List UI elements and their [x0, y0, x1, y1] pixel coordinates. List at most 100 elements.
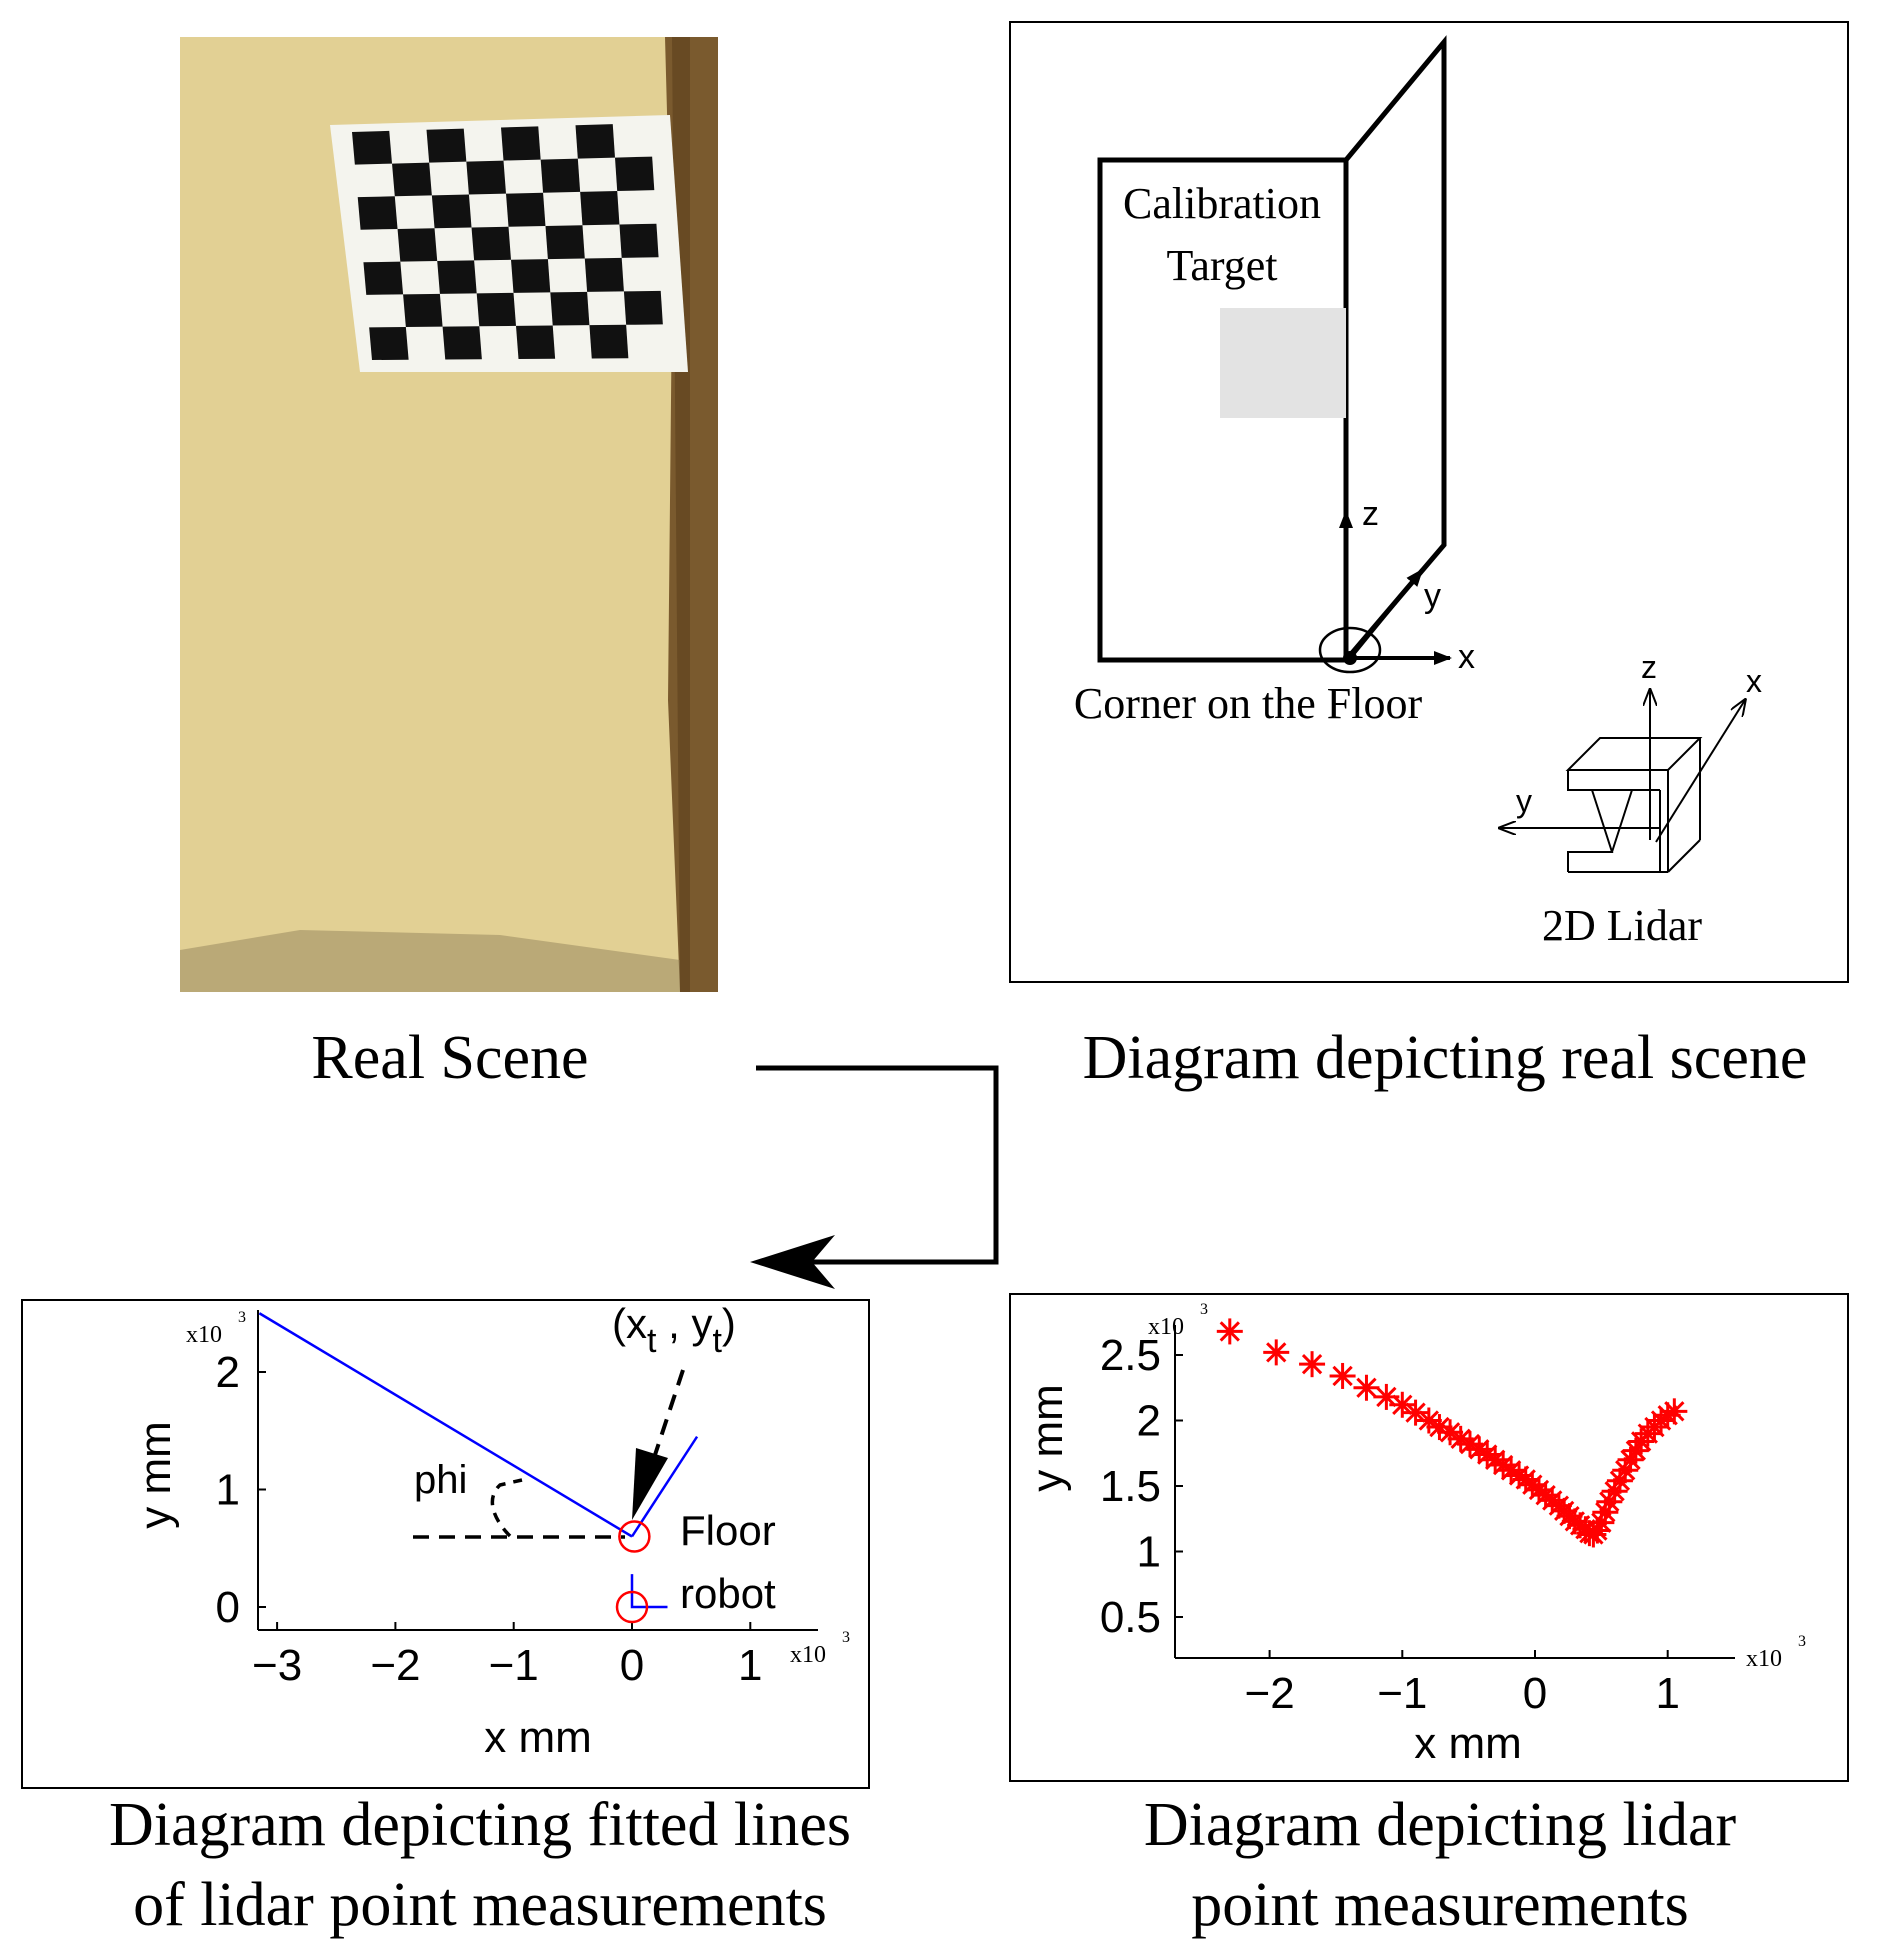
checker-square: [392, 162, 432, 197]
x-tick-label: −3: [252, 1641, 302, 1690]
fitted-line: [630, 1574, 668, 1609]
y-axis-label: y mm: [131, 1421, 180, 1529]
lidar-axis-z-label: z: [1641, 649, 1657, 685]
checker-square: [397, 228, 438, 262]
y-tick-label: 1: [1137, 1528, 1161, 1577]
checker-square: [501, 126, 541, 161]
y-tick-label: 1: [216, 1466, 240, 1515]
lidar-point: [1601, 1478, 1628, 1505]
fitted-line: [258, 1312, 633, 1538]
lidar-points-caption-line1: Diagram depicting lidar: [1143, 1791, 1737, 1859]
lidar-point: [1592, 1499, 1619, 1526]
lidar-point: [1353, 1374, 1380, 1401]
x-tick-label: −2: [370, 1641, 420, 1690]
x-tick-label: 1: [1655, 1669, 1679, 1718]
y-tick-label: 0.5: [1100, 1593, 1161, 1642]
scene-diagram-panel: z x y Calibration Target Corner on the F…: [1009, 21, 1849, 983]
checker-square: [476, 292, 516, 327]
checkerboard: [330, 115, 688, 372]
checker-square: [466, 160, 506, 195]
lidar-icon: [1565, 737, 1703, 873]
lidar-point: [1329, 1362, 1356, 1389]
y-tick-label: 0: [216, 1583, 240, 1632]
corner-label: Corner on the Floor: [1074, 679, 1423, 728]
checker-square: [426, 128, 467, 163]
lidar-axis-x-label: x: [1746, 663, 1762, 699]
target-point-arrow: [648, 1369, 685, 1471]
target-region: [1220, 308, 1346, 418]
checker-square: [357, 196, 398, 230]
lidar-point: [1263, 1339, 1290, 1366]
floor-label: Floor: [680, 1507, 776, 1554]
calibration-target-label: Calibration: [1123, 179, 1321, 228]
x-axis-label: x mm: [484, 1713, 592, 1762]
x-tick-label: −1: [489, 1641, 539, 1690]
x-axis-label: x mm: [1414, 1719, 1522, 1768]
x-tick-label: −1: [1377, 1669, 1427, 1718]
checker-square: [540, 158, 581, 193]
checker-square: [584, 257, 624, 292]
checker-square: [403, 293, 443, 328]
x-tick-label: 0: [620, 1641, 644, 1690]
real-scene-caption: Real Scene: [311, 1024, 589, 1092]
x-tick-label: 1: [738, 1641, 762, 1690]
lidar-point: [1402, 1399, 1429, 1426]
lidar-point: [1389, 1391, 1416, 1418]
checker-square: [619, 223, 659, 258]
y-scale-label: x10: [186, 1322, 222, 1348]
checker-square: [516, 325, 556, 359]
lidar-points-caption-line2: point measurements: [1191, 1871, 1689, 1939]
checker-square: [431, 194, 472, 229]
y-tick-label: 1.5: [1100, 1462, 1161, 1511]
checker-square: [437, 260, 477, 294]
fitted-line: [630, 1435, 699, 1538]
checker-square: [575, 124, 615, 159]
y-tick-label: 2.5: [1100, 1331, 1161, 1380]
lidar-point: [1299, 1351, 1326, 1378]
checker-square: [623, 290, 663, 325]
checker-square: [550, 291, 590, 326]
corner-marker: [1318, 626, 1382, 674]
calibration-target-label-2: Target: [1167, 241, 1278, 290]
x-scale-label: x10: [790, 1642, 826, 1668]
lidar-point: [1426, 1414, 1453, 1441]
checker-square: [614, 156, 655, 192]
checker-square: [471, 226, 511, 261]
x-tick-label: −2: [1245, 1669, 1295, 1718]
checker-square: [589, 324, 629, 359]
checker-square: [369, 327, 409, 360]
lidar-point: [1588, 1509, 1615, 1536]
y-tick-label: 2: [216, 1348, 240, 1397]
y-tick-label: 2: [1137, 1397, 1161, 1446]
lidar-axis-y-label: y: [1516, 783, 1532, 819]
lidar-label: 2D Lidar: [1542, 901, 1702, 950]
position-marker: [615, 1590, 649, 1624]
checker-square: [352, 130, 393, 165]
checker-square: [545, 225, 585, 260]
position-marker: [618, 1520, 651, 1553]
fitted-lines-caption-line2: of lidar point measurements: [133, 1871, 827, 1939]
axis-z-label: z: [1362, 495, 1379, 533]
fitted-lines-caption-line1: Diagram depicting fitted lines: [108, 1791, 852, 1859]
robot-label: robot: [680, 1570, 776, 1617]
phi-label: phi: [414, 1458, 467, 1502]
checker-square: [511, 259, 551, 293]
phi-arc: [490, 1478, 523, 1538]
lidar-point: [1661, 1398, 1688, 1425]
checker-square: [506, 192, 546, 227]
scene-diagram-caption: Diagram depicting real scene: [1082, 1024, 1808, 1092]
checker-square: [442, 326, 482, 360]
checker-square: [363, 261, 404, 295]
flow-arrow: [750, 1065, 999, 1289]
checker-square: [580, 191, 620, 226]
x-tick-label: 0: [1523, 1669, 1547, 1718]
axis-y-label: y: [1424, 577, 1441, 615]
y-scale-exponent: 3: [1200, 1301, 1208, 1318]
y-scale-label: x10: [1148, 1314, 1184, 1340]
x-scale-label: x10: [1746, 1646, 1782, 1672]
lidar-point: [1216, 1318, 1243, 1345]
y-scale-exponent: 3: [238, 1309, 246, 1326]
target-point-label: (xt , yt): [612, 1300, 736, 1360]
